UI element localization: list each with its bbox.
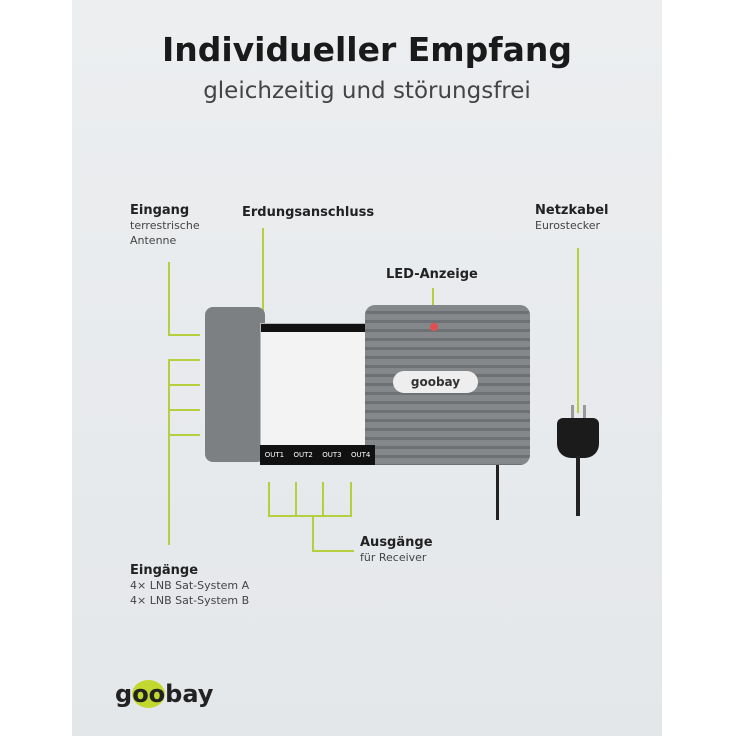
callout-line (322, 482, 324, 516)
callout-line (168, 360, 170, 545)
plug-pin (571, 405, 574, 419)
label-led: LED-Anzeige (386, 267, 478, 282)
output-port-label: OUT2 (293, 451, 313, 459)
label-eingaenge: Eingänge 4× LNB Sat-System A 4× LNB Sat-… (130, 563, 249, 608)
label-title: Ausgänge (360, 535, 433, 550)
device-brand: goobay (393, 371, 478, 393)
housing: goobay (365, 305, 530, 465)
label-plate-header (261, 324, 376, 332)
callout-line (432, 288, 434, 318)
power-cable (496, 465, 499, 520)
callout-line (168, 409, 200, 411)
label-line: 4× LNB Sat-System A (130, 579, 250, 592)
subheadline: gleichzeitig und störungsfrei (203, 78, 531, 104)
label-line: terrestrische (130, 219, 200, 232)
plug-callout-line (577, 248, 579, 413)
label-line: 4× LNB Sat-System B (130, 594, 250, 607)
led-indicator (430, 323, 438, 331)
plug-cord (576, 456, 580, 516)
output-port-label: OUT4 (350, 451, 371, 459)
label-title: Eingang (130, 203, 190, 218)
label-line: Eurostecker (535, 219, 601, 232)
callout-line (312, 515, 314, 551)
callout-line (168, 434, 200, 436)
plug-body (557, 418, 599, 458)
label-title: Eingänge (130, 563, 199, 578)
label-netzkabel: Netzkabel Eurostecker (535, 203, 608, 233)
label-erdung: Erdungsanschluss (242, 205, 375, 220)
label-ausgaenge: Ausgänge für Receiver (360, 535, 433, 565)
goobay-logo: goobay (115, 680, 214, 708)
multiswitch-device: goobay OUT1 OUT2 OUT3 OUT4 (200, 305, 535, 520)
label-plate (260, 323, 377, 460)
callout-line (168, 262, 170, 336)
label-eingang: Eingang terrestrische Antenne (130, 203, 200, 248)
callout-line (262, 228, 264, 336)
label-line: Antenne (130, 234, 177, 247)
plug-pin (583, 405, 586, 419)
output-bar: OUT1 OUT2 OUT3 OUT4 (260, 445, 375, 465)
callout-line (350, 482, 352, 516)
callout-line (168, 384, 200, 386)
headline: Individueller Empfang (161, 30, 573, 69)
label-title: Netzkabel (535, 203, 609, 218)
callout-line (268, 515, 352, 517)
input-block (205, 307, 265, 462)
callout-line (168, 359, 200, 361)
callout-line (312, 550, 354, 552)
label-line: für Receiver (360, 551, 427, 564)
output-port-label: OUT3 (322, 451, 342, 459)
callout-line (295, 482, 297, 516)
callout-line (268, 482, 270, 516)
output-port-label: OUT1 (264, 451, 285, 459)
callout-line (168, 334, 200, 336)
